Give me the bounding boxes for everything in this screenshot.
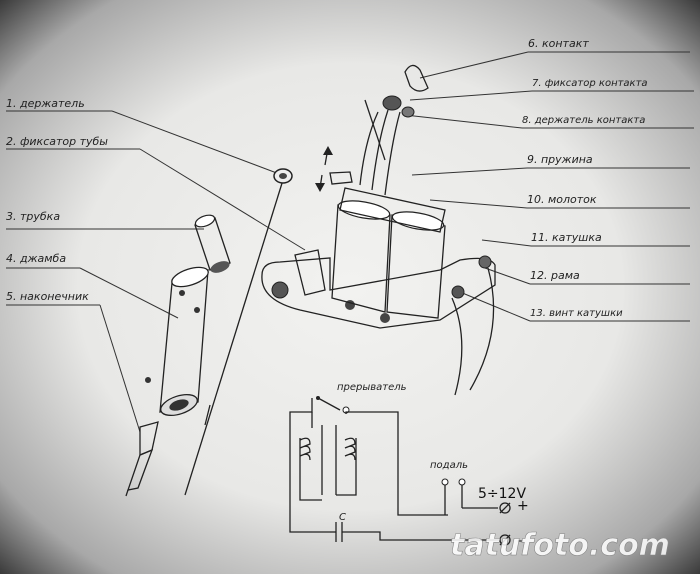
label-tip: 5. наконечник xyxy=(6,290,141,433)
capacitor-label: C xyxy=(339,512,346,523)
label-contact: 6. контакт xyxy=(419,37,690,79)
label-text: 1. держатель xyxy=(6,97,85,110)
label-text: 8. держатель контакта xyxy=(522,115,645,126)
label-tube: 3. трубка xyxy=(6,210,204,230)
grip xyxy=(145,266,209,417)
leader-line xyxy=(484,267,531,285)
label-text: 5. наконечник xyxy=(6,290,89,303)
label-spring: 9. пружина xyxy=(411,153,690,176)
leader-line xyxy=(409,90,533,101)
supply-label: подаль xyxy=(430,460,468,471)
label-coil: 11. катушка xyxy=(481,231,690,247)
leader-line xyxy=(481,239,532,247)
tip xyxy=(125,421,159,497)
label-text: 9. пружина xyxy=(527,153,593,166)
label-frame: 12. рама xyxy=(484,267,690,285)
label-text: 10. молоток xyxy=(527,193,597,206)
watermark: tatufoto.com xyxy=(450,528,670,563)
label-contact-holder: 8. держатель контакта xyxy=(404,114,694,129)
label-tube-clamp: 2. фиксатор тубы xyxy=(6,135,306,251)
leader-line xyxy=(459,291,531,322)
label-armature: 10. молоток xyxy=(429,193,690,209)
leader-line xyxy=(139,148,306,251)
leader-line xyxy=(429,199,528,209)
label-grip: 4. джамба xyxy=(6,252,179,319)
label-coil-screw: 13. винт катушки xyxy=(459,291,690,322)
terminal-minus: – xyxy=(517,533,524,549)
machine-body xyxy=(261,64,496,396)
leader-line xyxy=(411,167,528,176)
label-text: 2. фиксатор тубы xyxy=(6,135,108,148)
tube xyxy=(194,214,231,273)
label-holder: 1. держатель xyxy=(6,97,283,176)
interrupter-label: прерыватель xyxy=(337,382,407,393)
leader-line xyxy=(419,51,529,79)
leader-line xyxy=(79,267,179,319)
label-text: 13. винт катушки xyxy=(530,308,623,319)
label-text: 7. фиксатор контакта xyxy=(532,78,648,89)
label-text: 3. трубка xyxy=(6,210,60,223)
terminal-plus: + xyxy=(517,498,529,514)
needle xyxy=(184,168,293,496)
label-text: 12. рама xyxy=(530,269,580,282)
circuit-schematic: прерыватель C подаль 5÷12V + xyxy=(289,382,529,549)
label-text: 4. джамба xyxy=(6,252,66,265)
label-text: 11. катушка xyxy=(531,231,602,244)
label-contact-lock: 7. фиксатор контакта xyxy=(409,78,694,101)
label-text: 6. контакт xyxy=(528,37,589,50)
leader-line xyxy=(404,114,523,129)
leader-line xyxy=(111,110,283,176)
voltage-label: 5÷12V xyxy=(478,486,526,502)
leader-line xyxy=(99,304,141,433)
